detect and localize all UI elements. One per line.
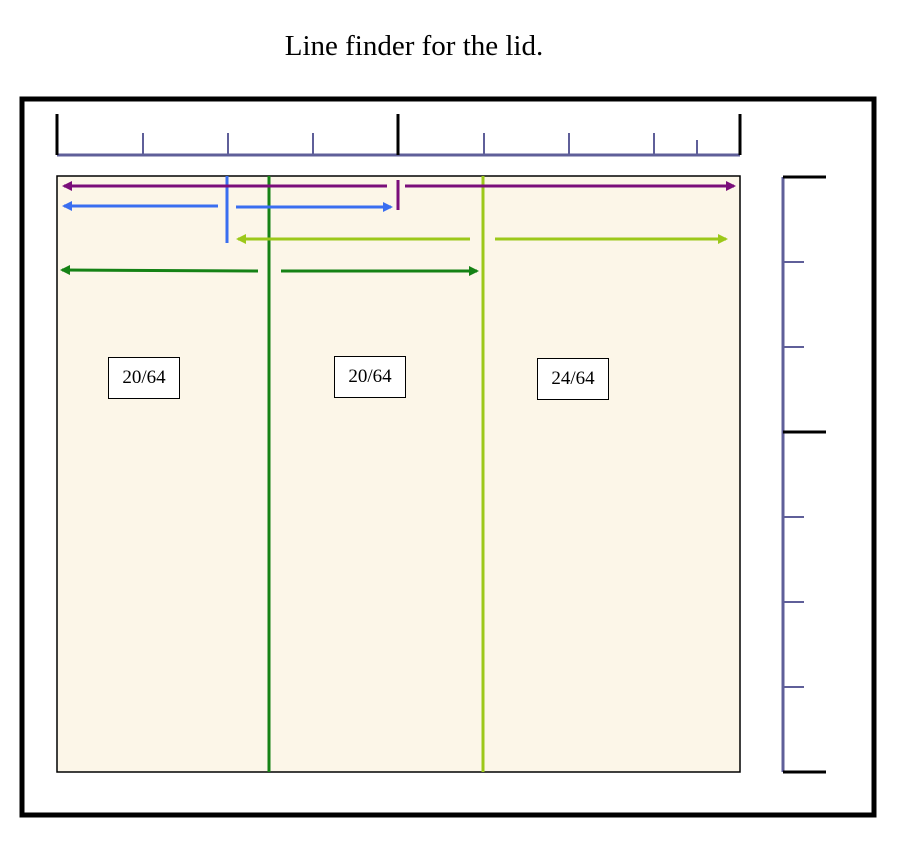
panel-label-middle: 20/64 bbox=[334, 356, 406, 398]
panel-label-left: 20/64 bbox=[108, 357, 180, 399]
green-arrow-left bbox=[60, 265, 259, 276]
right-ruler bbox=[781, 175, 826, 774]
top-ruler bbox=[55, 114, 742, 157]
lid-panel bbox=[56, 175, 741, 773]
outer-frame bbox=[19, 96, 877, 818]
panel-label-right: 24/64 bbox=[537, 358, 609, 400]
diagram-title: Line finder for the lid. bbox=[284, 30, 544, 62]
